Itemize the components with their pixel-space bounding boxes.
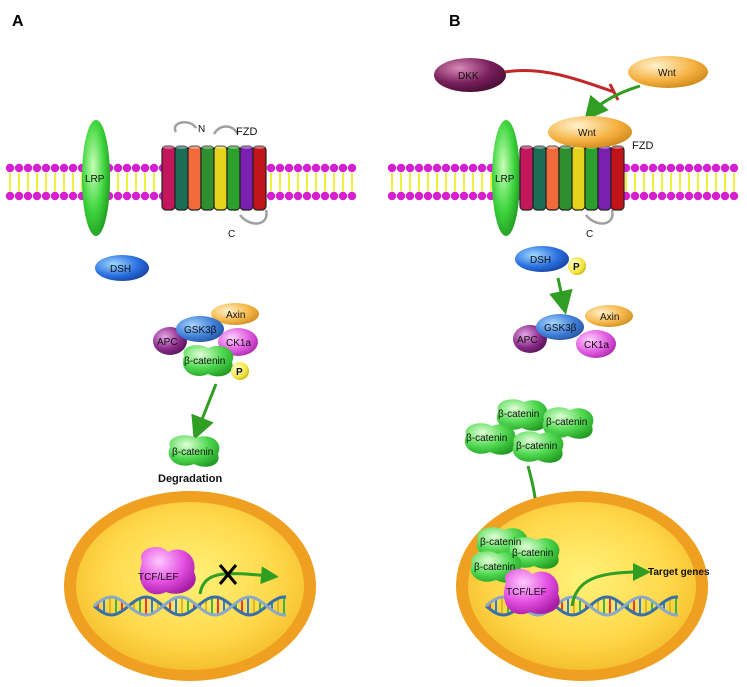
axin-protein [585,305,633,327]
wnt-label: Wnt [658,68,676,79]
dsh-arrow [549,277,573,315]
lrp-receptor [492,120,520,236]
ck1a-label: CK1a [584,340,609,351]
bcatenin-protein [542,407,594,439]
dsh-protein [95,255,149,281]
c-terminus-label: C [586,229,593,240]
panel-b-letter: B [449,13,461,30]
bcatenin-label: β-catenin [512,548,553,559]
tcf-lef-label: TCF/LEF [506,587,547,598]
bcatenin-complex-label: β-catenin [184,356,225,367]
cytoplasmic-bcatenin-cluster: β-catenin β-catenin β-catenin β-catenin [464,399,594,463]
free-bcatenin-label: β-catenin [172,447,213,458]
lrp-label: LRP [85,174,105,185]
destruction-complex: Axin APC CK1a GSK3β [513,305,633,358]
target-genes-label: Target genes [648,567,710,578]
axin-protein [211,303,259,325]
dna-helix-icon [93,595,287,617]
c-terminus-label: C [228,229,235,240]
fzd-label: FZD [236,126,257,138]
gsk3b-label: GSK3β [184,325,217,336]
tcf-lef-label: TCF/LEF [138,572,179,583]
transcription-arrow-icon [198,566,279,595]
phosphate-badge [231,362,249,380]
wnt-bound-label: Wnt [578,128,596,139]
panel-a-letter: A [12,13,24,30]
lrp-receptor [82,120,110,236]
tcf-lef-factor [139,547,196,595]
bcatenin-label: β-catenin [480,537,521,548]
lrp-label: LRP [495,174,515,185]
axin-label: Axin [226,310,245,321]
dkk-label: DKK [458,71,479,82]
ck1a-protein [576,330,616,358]
apc-label: APC [517,335,538,346]
axin-label: Axin [600,312,619,323]
n-terminus-label: N [198,124,205,135]
bcatenin-label: β-catenin [546,417,587,428]
degradation-label: Degradation [158,473,222,485]
wnt-binding-arrow [584,84,641,121]
tcf-lef-factor [503,568,560,615]
panel-a: A LRP N C FZD DSH Axin APC CK1a GSK3β [5,13,357,681]
wnt-ligand [628,56,708,88]
inhibition-x-icon [218,564,238,585]
bcatenin-protein [508,537,560,569]
nuclear-bcatenin-cluster: β-catenin β-catenin β-catenin [470,527,560,583]
ck1a-label: CK1a [226,338,251,349]
bcatenin-label: β-catenin [498,409,539,420]
fzd-receptor [161,120,268,225]
dsh-protein [515,246,569,272]
transcription-arrow-icon [570,563,651,607]
dkk-inhibition-line [504,68,615,94]
gsk3b-protein [176,316,224,342]
phosphate-badge [568,257,586,275]
bcatenin-protein [464,423,516,455]
bcatenin-label: β-catenin [466,433,507,444]
apc-label: APC [157,337,178,348]
degradation-arrow [191,383,218,441]
bcatenin-label: β-catenin [516,441,557,452]
panel-b: B DKK Wnt LRP N C FZD Wnt DSH P [387,13,739,681]
dsh-label: DSH [110,264,131,275]
bcatenin-protein [512,431,564,463]
gsk3b-protein [536,314,584,340]
bcatenin-label: β-catenin [474,562,515,573]
fzd-label: FZD [632,140,653,152]
free-bcatenin-protein [168,435,220,467]
dkk-protein [434,58,506,92]
gsk3b-label: GSK3β [544,323,577,334]
bcatenin-protein [496,399,548,431]
dsh-label: DSH [530,255,551,266]
bcatenin-complex-protein [182,345,234,377]
destruction-complex: Axin APC CK1a GSK3β β-catenin P [153,303,259,380]
wnt-bound-ligand [548,116,632,148]
phosphate-label: P [573,262,580,273]
phosphate-label: P [236,367,243,378]
fzd-receptor [519,143,625,225]
